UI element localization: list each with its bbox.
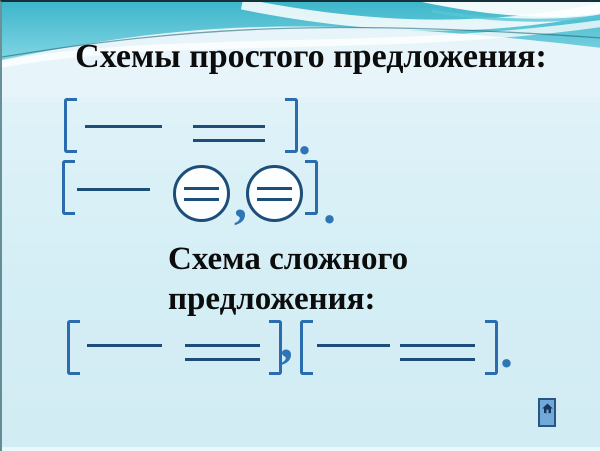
subject-line: [77, 188, 150, 191]
left-bracket: [67, 320, 80, 375]
subtitle: Схема сложного предложения:: [168, 239, 408, 319]
comma: ,: [280, 312, 293, 369]
home-icon: [541, 403, 553, 414]
predicate-double-line: [400, 344, 475, 361]
page-title: Схемы простого предложения:: [75, 38, 547, 75]
predicate-circle: [246, 165, 303, 222]
predicate-double-line: [257, 187, 292, 201]
subject-line: [85, 125, 162, 128]
home-button[interactable]: [538, 398, 556, 427]
left-bracket: [64, 98, 77, 153]
period: .: [500, 322, 513, 379]
predicate-double-line: [184, 187, 219, 201]
scheme-simple-sentence-1: .: [64, 98, 314, 164]
bottom-edge-highlight: [2, 447, 600, 451]
subtitle-line-2: предложения:: [168, 281, 376, 317]
predicate-double-line: [193, 125, 265, 142]
subtitle-line-1: Схема сложного: [168, 241, 409, 277]
left-bracket: [300, 320, 313, 375]
right-bracket: [285, 98, 298, 153]
period: .: [323, 178, 336, 235]
period: .: [298, 109, 311, 166]
predicate-circle: [173, 165, 230, 222]
predicate-double-line: [185, 344, 260, 361]
right-bracket: [269, 320, 282, 375]
scheme-complex-sentence: , .: [65, 315, 525, 385]
left-bracket: [62, 160, 75, 215]
subject-line: [87, 344, 162, 347]
comma: ,: [234, 172, 247, 229]
subject-line: [317, 344, 390, 347]
right-bracket: [485, 320, 498, 375]
right-bracket: [305, 160, 318, 215]
scheme-simple-sentence-2: , .: [62, 159, 352, 233]
